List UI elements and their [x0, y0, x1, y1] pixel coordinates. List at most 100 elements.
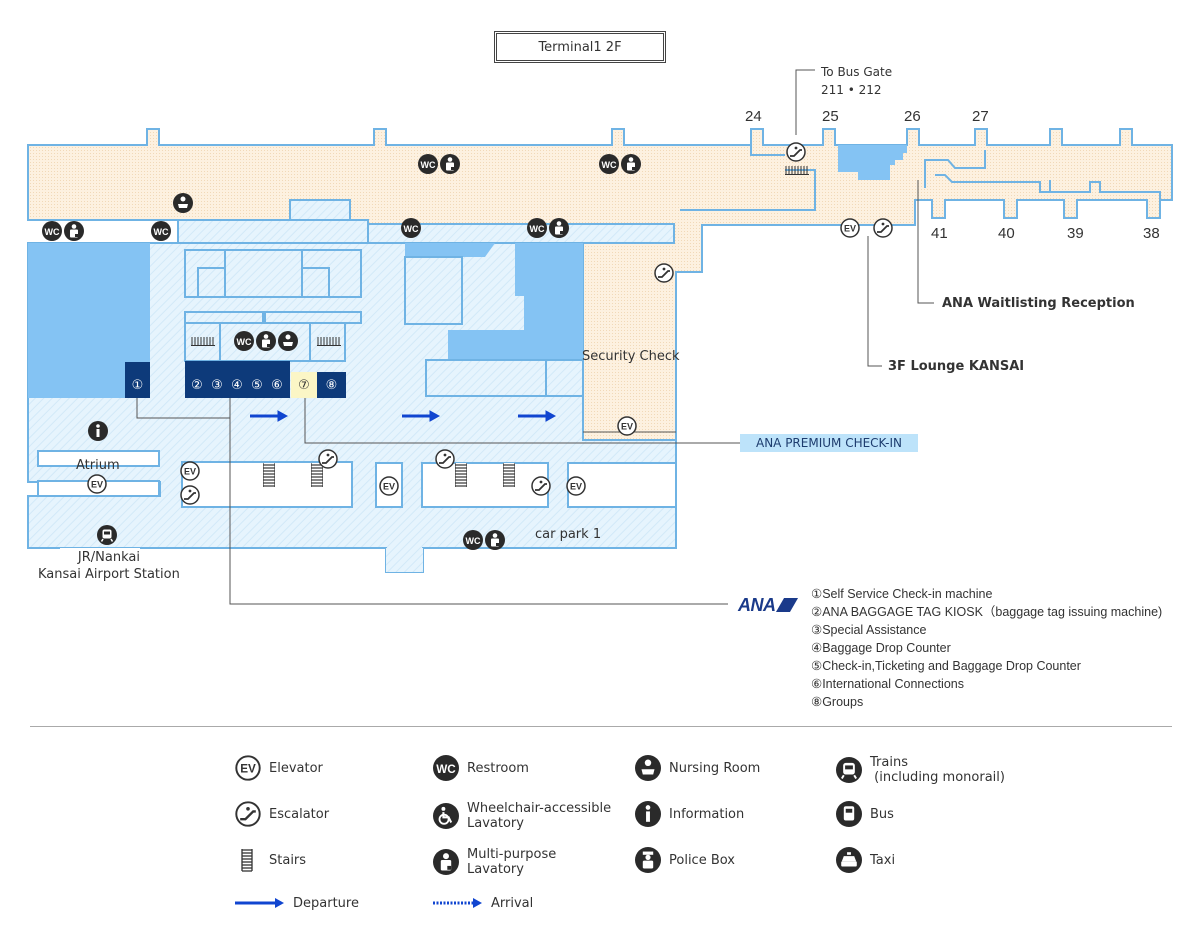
ana-item: ③Special Assistance — [811, 623, 927, 637]
restroom-icon — [234, 331, 254, 351]
gate-27: 27 — [972, 108, 989, 125]
escalator-icon — [235, 801, 261, 827]
legend-departure: Departure — [235, 890, 359, 916]
escalator-icon — [654, 263, 674, 283]
counter-6: ⑥ — [271, 378, 283, 393]
gate-26: 26 — [904, 108, 921, 125]
gate-24: 24 — [745, 108, 762, 125]
gate-40: 40 — [998, 225, 1015, 242]
legend-taxi: Taxi — [836, 847, 895, 873]
legend-elevator: EV Elevator — [235, 755, 323, 781]
escalator-icon — [873, 218, 893, 238]
train-icon — [836, 757, 862, 783]
counter-8: ⑧ — [325, 378, 338, 393]
counter-2: ② — [191, 378, 203, 393]
gate-38: 38 — [1143, 225, 1160, 242]
elevator-icon — [87, 474, 107, 494]
legend-information: Information — [635, 801, 744, 827]
elevator-icon — [379, 476, 399, 496]
svg-text:WC: WC — [436, 763, 456, 776]
nursing-room-icon — [635, 755, 661, 781]
restroom-icon — [42, 221, 62, 241]
nursing-room-icon — [278, 331, 298, 351]
ana-item: ④Baggage Drop Counter — [811, 641, 951, 655]
legend-trains: Trains (including monorail) — [836, 755, 1005, 785]
counter-5: ⑤ — [251, 378, 263, 393]
nursing-room-icon — [173, 193, 193, 213]
elevator-icon — [617, 416, 637, 436]
floor-title: Terminal1 2F — [494, 31, 666, 63]
legend-restroom: WC Restroom — [433, 755, 529, 781]
ana-item: ⑥International Connections — [811, 677, 964, 691]
bus-icon — [836, 801, 862, 827]
multipurpose-lavatory-icon — [256, 331, 276, 351]
escalator-icon — [786, 142, 806, 162]
stairs-icon — [455, 463, 467, 487]
ana-item: ①Self Service Check-in machine — [811, 587, 993, 601]
police-box-icon — [635, 847, 661, 873]
information-icon — [88, 421, 108, 441]
bus-gate-label: To Bus Gate 211 • 212 — [821, 63, 892, 99]
ana-item: ⑤Check-in,Ticketing and Baggage Drop Cou… — [811, 659, 1081, 673]
departure-arrows — [250, 410, 557, 422]
train-icon — [97, 525, 117, 545]
multipurpose-lavatory-icon — [440, 154, 460, 174]
ana-item: ⑧Groups — [811, 695, 864, 709]
stairs-icon — [503, 463, 515, 487]
arrival-arrow-icon — [433, 898, 482, 908]
ana-logo: ANA — [738, 595, 798, 616]
taxi-icon — [836, 847, 862, 873]
elevator-icon — [566, 476, 586, 496]
security-check-label: Security Check — [582, 349, 680, 364]
counter-1: ① — [131, 378, 144, 393]
restroom-icon — [151, 221, 171, 241]
legend-arrival: Arrival — [433, 890, 533, 916]
stairs-icon — [263, 463, 275, 487]
multipurpose-lavatory-icon — [64, 221, 84, 241]
premium-check-in-label: ANA PREMIUM CHECK-IN — [740, 434, 918, 452]
lounge-label: 3F Lounge KANSAI — [888, 359, 1025, 374]
escalator-icon — [318, 449, 338, 469]
ana-counter-list: ①Self Service Check-in machine ②ANA BAGG… — [811, 585, 1162, 711]
multipurpose-lavatory-icon — [621, 154, 641, 174]
gate-25: 25 — [822, 108, 839, 125]
legend-bus: Bus — [836, 801, 894, 827]
counter-3: ③ — [211, 378, 223, 393]
gate-39: 39 — [1067, 225, 1084, 242]
svg-text:EV: EV — [240, 763, 256, 776]
escalator-icon — [180, 485, 200, 505]
legend-escalator: Escalator — [235, 801, 329, 827]
stairs-icon — [311, 463, 323, 487]
counter-4: ④ — [231, 378, 243, 393]
waitlisting-reception-label: ANA Waitlisting Reception — [942, 296, 1135, 311]
floor-map: WC EV — [27, 69, 1173, 605]
elevator-icon — [840, 218, 860, 238]
restroom-icon — [599, 154, 619, 174]
wheelchair-icon — [433, 803, 459, 829]
elevator-icon — [180, 461, 200, 481]
bus-gate-label-line2: 211 • 212 — [821, 83, 882, 97]
escalator-icon — [435, 449, 455, 469]
ana-item: ②ANA BAGGAGE TAG KIOSK（baggage tag issui… — [811, 605, 1163, 619]
escalator-icon — [531, 476, 551, 496]
restroom-icon — [527, 218, 547, 238]
legend-nursing: Nursing Room — [635, 755, 760, 781]
legend-police: Police Box — [635, 847, 735, 873]
legend-stairs: Stairs — [235, 847, 306, 873]
bus-gate-label-line1: To Bus Gate — [821, 65, 893, 79]
legend-divider — [30, 726, 1172, 727]
restroom-icon: WC — [433, 755, 459, 781]
multipurpose-lavatory-icon — [549, 218, 569, 238]
gate-41: 41 — [931, 225, 948, 242]
counter-7: ⑦ — [298, 378, 310, 393]
station-label: JR/Nankai Kansai Airport Station — [38, 550, 180, 582]
information-icon — [635, 801, 661, 827]
atrium-label: Atrium — [76, 458, 120, 473]
elevator-icon: EV — [235, 755, 261, 781]
multipurpose-lavatory-icon — [485, 530, 505, 550]
restroom-icon — [418, 154, 438, 174]
restroom-icon — [401, 218, 421, 238]
ana-counters — [125, 361, 346, 398]
